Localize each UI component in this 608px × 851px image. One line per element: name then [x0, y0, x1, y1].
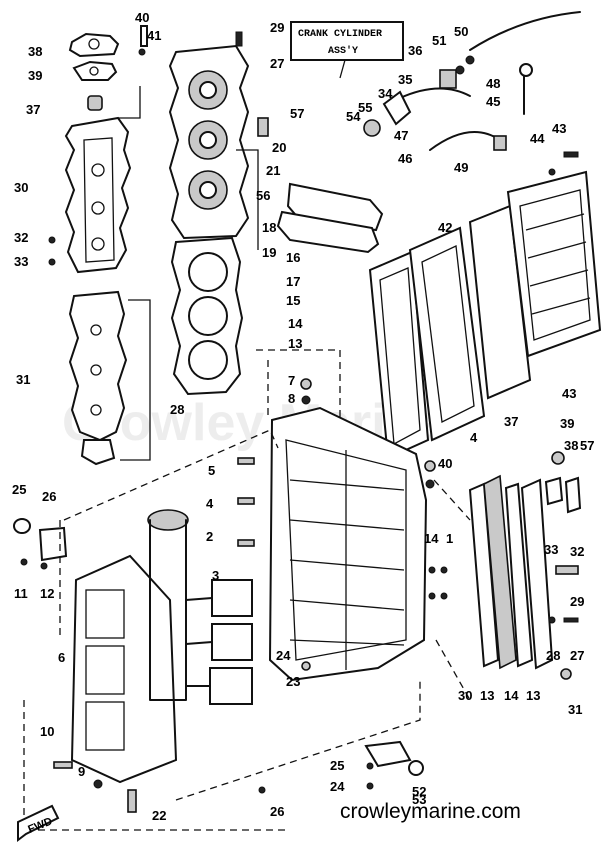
- callout-57: 57: [580, 438, 594, 453]
- callout-8: 8: [288, 391, 295, 406]
- callout-12: 12: [40, 586, 54, 601]
- callout-49: 49: [454, 160, 468, 175]
- callout-2: 2: [206, 529, 213, 544]
- callout-39: 39: [560, 416, 574, 431]
- callout-46: 46: [398, 151, 412, 166]
- callout-3: 3: [212, 568, 219, 583]
- callout-23: 23: [286, 674, 300, 689]
- callout-25: 25: [12, 482, 26, 497]
- callout-53: 53: [412, 792, 426, 807]
- exhaust-cover-group: [276, 11, 602, 460]
- callout-13: 13: [480, 688, 494, 703]
- callout-50: 50: [454, 24, 468, 39]
- title-line-1: CRANK CYLINDER: [298, 29, 382, 40]
- callout-18: 18: [262, 220, 276, 235]
- small-parts: [13, 518, 424, 794]
- callout-47: 47: [394, 128, 408, 143]
- callout-13: 13: [288, 336, 302, 351]
- callout-28: 28: [546, 648, 560, 663]
- callout-26: 26: [42, 489, 56, 504]
- callout-14: 14: [288, 316, 303, 331]
- callout-39: 39: [28, 68, 42, 83]
- callout-33: 33: [544, 542, 558, 557]
- callout-29: 29: [570, 594, 584, 609]
- callout-36: 36: [408, 43, 422, 58]
- callout-14: 14: [424, 531, 439, 546]
- right-side-parts: [428, 451, 582, 680]
- callout-30: 30: [14, 180, 28, 195]
- callout-55: 55: [358, 100, 372, 115]
- callout-37: 37: [504, 414, 518, 429]
- callout-30: 30: [458, 688, 472, 703]
- callout-29: 29: [270, 20, 284, 35]
- callout-25: 25: [330, 758, 344, 773]
- callout-24: 24: [276, 648, 291, 663]
- callout-41: 41: [147, 28, 161, 43]
- title-box: CRANK CYLINDER ASS'Y: [290, 21, 404, 79]
- callout-14: 14: [504, 688, 519, 703]
- callout-15: 15: [286, 293, 300, 308]
- callout-31: 31: [568, 702, 582, 717]
- callout-32: 32: [570, 544, 584, 559]
- callout-6: 6: [58, 650, 65, 665]
- callout-21: 21: [266, 163, 280, 178]
- callout-10: 10: [40, 724, 54, 739]
- callout-38: 38: [564, 438, 578, 453]
- title-line-2: ASS'Y: [328, 45, 358, 57]
- callout-34: 34: [378, 86, 393, 101]
- cylinder-cover-group: [48, 25, 151, 466]
- callout-54: 54: [346, 109, 361, 124]
- callout-51: 51: [432, 33, 446, 48]
- callout-32: 32: [14, 230, 28, 245]
- callout-40: 40: [135, 10, 149, 25]
- callout-45: 45: [486, 94, 500, 109]
- callout-44: 44: [530, 131, 545, 146]
- callout-56: 56: [256, 188, 270, 203]
- callout-52: 52: [412, 784, 426, 799]
- callout-20: 20: [272, 140, 286, 155]
- callout-16: 16: [286, 250, 300, 265]
- callout-31: 31: [16, 372, 30, 387]
- callout-13: 13: [526, 688, 540, 703]
- callout-57: 57: [290, 106, 304, 121]
- callout-11: 11: [14, 586, 28, 601]
- callout-26: 26: [270, 804, 284, 819]
- footer-url: crowleymarine.com: [340, 800, 521, 823]
- callout-40: 40: [438, 456, 452, 471]
- crankcase-block: [237, 378, 436, 682]
- callout-7: 7: [288, 373, 295, 388]
- callout-43: 43: [562, 386, 576, 401]
- callout-1: 1: [446, 531, 453, 546]
- callout-38: 38: [28, 44, 42, 59]
- callout-42: 42: [438, 220, 452, 235]
- callout-27: 27: [570, 648, 584, 663]
- cylinder-head-group: [168, 31, 269, 396]
- callout-28: 28: [170, 402, 184, 417]
- callout-24: 24: [330, 779, 345, 794]
- callout-35: 35: [398, 72, 412, 87]
- callout-4: 4: [470, 430, 478, 445]
- callout-43: 43: [552, 121, 566, 136]
- cylinder-block-left: [53, 509, 253, 813]
- callout-19: 19: [262, 245, 276, 260]
- callout-4: 4: [206, 496, 214, 511]
- callout-22: 22: [152, 808, 166, 823]
- callout-33: 33: [14, 254, 28, 269]
- callout-27: 27: [270, 56, 284, 71]
- callout-37: 37: [26, 102, 40, 117]
- callout-48: 48: [486, 76, 500, 91]
- dashed-leaders: [23, 349, 471, 831]
- callout-9: 9: [78, 764, 85, 779]
- callout-17: 17: [286, 274, 300, 289]
- callout-5: 5: [208, 463, 215, 478]
